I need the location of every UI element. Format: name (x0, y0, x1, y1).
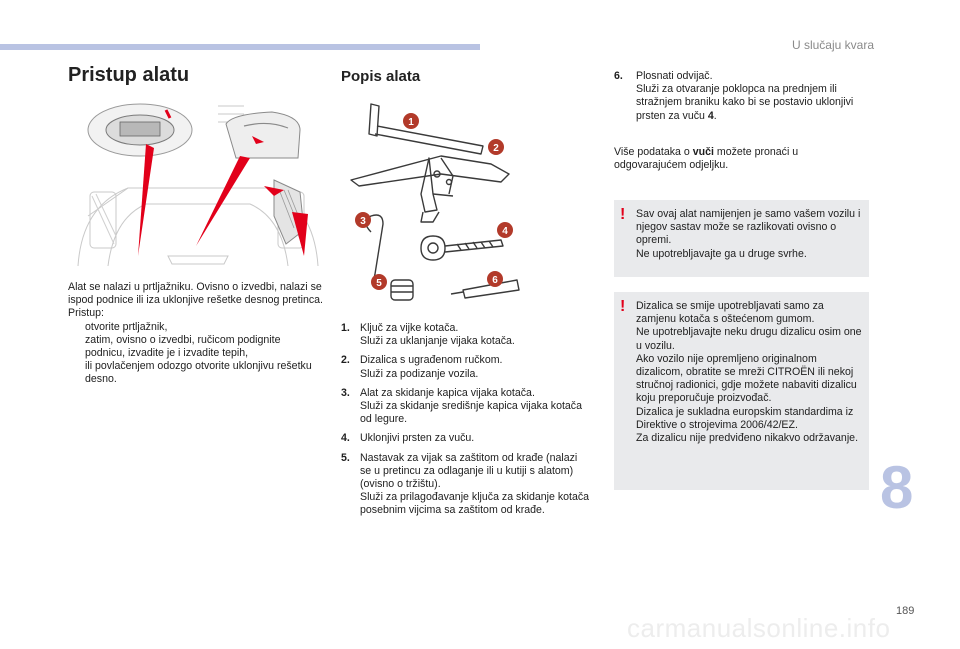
list-item: 5.Nastavak za vijak sa zaštitom od krađe… (341, 451, 590, 517)
access-section: Alat se nalazi u prtljažniku. Ovisno o i… (68, 281, 323, 387)
trunk-illustration (68, 96, 324, 272)
tool-marker-5: 5 (376, 278, 382, 289)
list-item: zatim, ovisno o izvedbi, ručicom podigni… (85, 333, 281, 360)
note-box-tools: ! Sav ovaj alat namijenjen je samo vašem… (614, 200, 869, 277)
watermark: carmanualsonline.info (627, 613, 891, 643)
warning-icon: ! (620, 206, 626, 223)
list-item: otvorite prtljažnik, (85, 320, 168, 333)
list-item: 1.Ključ za vijke kotača. Služi za uklanj… (341, 322, 515, 348)
towing-keyword: vuči (692, 146, 714, 158)
tools-list: 1.Ključ za vijke kotača. Služi za uklanj… (341, 322, 591, 524)
more-info: Više podataka o vuči možete pronaći u od… (614, 146, 799, 172)
list-item: 2.Dizalica s ugrađenom ručkom. Služi za … (341, 354, 503, 380)
list-item: 3.Alat za skidanje kapica vijaka kotača.… (341, 386, 582, 426)
tool-marker-1: 1 (408, 117, 414, 128)
access-intro: Alat se nalazi u prtljažniku. Ovisno o i… (68, 281, 323, 307)
tool-marker-2: 2 (493, 143, 499, 154)
chapter-title: U slučaju kvara (791, 38, 874, 52)
tool-marker-3: 3 (360, 216, 366, 227)
tool-marker-4: 4 (502, 226, 508, 237)
tool-marker-6: 6 (492, 275, 498, 286)
list-item: ili povlačenjem odozgo otvorite uklonjiv… (85, 360, 312, 386)
chapter-number: 8 (880, 454, 914, 521)
header-bar (0, 44, 480, 50)
tools-illustration: 1 2 3 4 5 6 (350, 103, 520, 301)
access-label: Pristup: (68, 307, 104, 320)
list-item: 4.Uklonjivi prsten za vuču. (341, 432, 475, 445)
tool-item-6: 6. Plosnati odvijač. Služi za otvaranje … (614, 70, 854, 122)
tools-title: Popis alata (341, 68, 421, 85)
warning-icon: ! (620, 298, 626, 315)
page-number: 189 (896, 605, 915, 617)
note-box-jack: ! Dizalica se smije upotrebljavati samo … (614, 292, 869, 490)
access-steps: otvorite prtljažnik, zatim, ovisno o izv… (68, 321, 323, 387)
access-title: Pristup alatu (68, 64, 190, 86)
